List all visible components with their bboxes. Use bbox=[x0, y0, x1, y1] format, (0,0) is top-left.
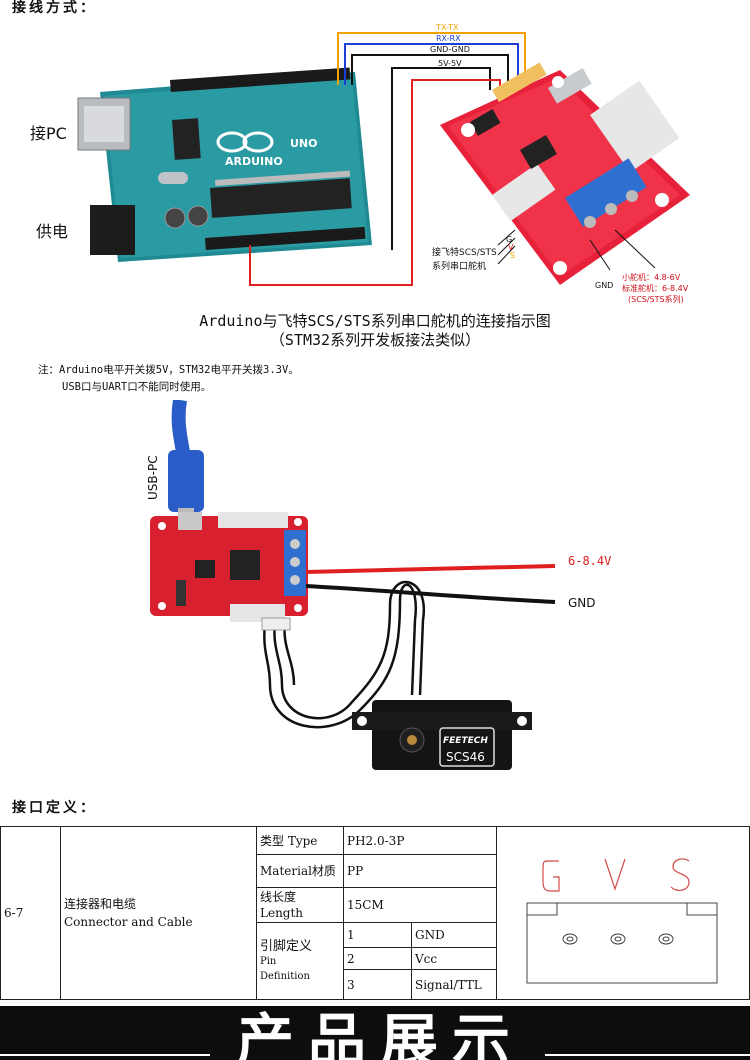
cell-name: 连接器和电缆 Connector and Cable bbox=[60, 826, 257, 1000]
material-label: Material材质 bbox=[256, 854, 344, 888]
servo-motor bbox=[352, 700, 532, 770]
label-connect-pc: 接PC bbox=[30, 124, 67, 143]
power-spec-annotation: 小舵机：4.8-6V 标准舵机：6-8.4V (SCS/STS系列) bbox=[622, 272, 688, 305]
pin-num: 1 bbox=[343, 922, 412, 948]
diagram-caption-line1: Arduino与飞特SCS/STS系列串口舵机的连接指示图 bbox=[199, 312, 551, 330]
photo-gnd-label: GND bbox=[568, 596, 596, 610]
table-row: 6-7 连接器和电缆 Connector and Cable 类型 Type P… bbox=[0, 826, 750, 1000]
connection-wires bbox=[249, 32, 526, 286]
diagram-caption-line2: （STM32系列开发板接法类似） bbox=[269, 331, 481, 349]
banner-rule-right bbox=[545, 1054, 750, 1056]
banner-rule-left bbox=[0, 1054, 210, 1056]
power-series-note: (SCS/STS系列) bbox=[628, 295, 684, 304]
length-label-en: Length bbox=[260, 906, 304, 920]
length-label: 线长度 Length bbox=[256, 887, 344, 923]
pin-label-en1: Pin bbox=[260, 955, 277, 967]
servo-connector-label-line2: 系列串口舵机 bbox=[432, 262, 487, 272]
type-value: PH2.0-3P bbox=[343, 826, 497, 855]
wiring-section-title: 接线方式： bbox=[12, 0, 97, 16]
material-value: PP bbox=[343, 854, 497, 888]
pin-labels: G V S bbox=[506, 236, 515, 260]
pin-num: 2 bbox=[343, 947, 412, 970]
pin-label-v: V bbox=[508, 243, 514, 252]
wire-label-5v: 5V-5V bbox=[438, 59, 462, 68]
pin-label-g: G bbox=[506, 235, 513, 244]
gvs-letters bbox=[542, 858, 690, 892]
banner-title: 产品展示 bbox=[235, 1007, 524, 1060]
pin-label-s: S bbox=[510, 251, 516, 260]
wire-label-gnd: GND-GND bbox=[430, 45, 470, 54]
driver-board-photo bbox=[150, 512, 308, 622]
pin-definition-label: 引脚定义 Pin Definition bbox=[256, 922, 344, 1000]
driver-gnd-label: GND bbox=[595, 281, 614, 290]
pin-num: 3 bbox=[343, 969, 412, 1000]
servo-driver-board bbox=[440, 62, 690, 285]
table-row: 3 Signal/TTL bbox=[1, 969, 750, 1000]
servo-connector-label-line1: 接飞特SCS/STS bbox=[432, 248, 497, 258]
length-label-cn: 线长度 bbox=[260, 890, 297, 904]
table-row: 线长度 Length 15CM bbox=[1, 887, 750, 923]
type-label: 类型 Type bbox=[256, 826, 344, 855]
note-line2: USB口与UART口不能同时使用。 bbox=[62, 381, 212, 393]
length-value: 15CM bbox=[343, 887, 497, 923]
product-showcase-banner: 产品展示 bbox=[0, 1006, 750, 1060]
servo-model: SCS46 bbox=[446, 750, 485, 764]
red-power-wire bbox=[305, 564, 556, 574]
usb-cable bbox=[168, 400, 204, 522]
pin-name: Vcc bbox=[411, 947, 497, 970]
cell-code: 6-7 bbox=[0, 826, 61, 1000]
servo-brand: FEETECH bbox=[443, 736, 488, 746]
name-cn: 连接器和电缆 bbox=[64, 897, 137, 911]
black-power-wire bbox=[305, 584, 556, 604]
product-photo bbox=[150, 400, 556, 770]
wire-label-tx: TX-TX bbox=[436, 23, 459, 32]
pin-holes bbox=[562, 933, 674, 945]
label-power-supply: 供电 bbox=[36, 222, 69, 241]
power-small-servo: 小舵机：4.8-6V bbox=[622, 273, 681, 282]
interface-spec-table: 6-7 连接器和电缆 Connector and Cable 类型 Type P… bbox=[0, 826, 750, 1000]
table-row: 引脚定义 Pin Definition 1 GND bbox=[1, 922, 750, 1000]
pin-name: GND bbox=[411, 922, 497, 948]
uno-logo-text: UNO bbox=[290, 137, 318, 150]
power-standard-servo: 标准舵机：6-8.4V bbox=[622, 284, 689, 293]
wiring-diagram: ARDUINO UNO bbox=[77, 32, 690, 286]
annotation-lines bbox=[497, 229, 656, 271]
voltage-label: 6-8.4V bbox=[568, 554, 612, 568]
wire-label-rx: RX-RX bbox=[436, 34, 461, 43]
name-en: Connector and Cable bbox=[64, 915, 193, 929]
arduino-logo-text: ARDUINO bbox=[225, 155, 283, 168]
arduino-uno-board bbox=[77, 67, 372, 262]
connector-diagram-cell bbox=[496, 826, 750, 1000]
connector-diagram bbox=[526, 858, 718, 984]
table-row: Material材质 PP bbox=[1, 854, 750, 888]
interface-section-title: 接口定义： bbox=[12, 800, 97, 816]
usb-pc-label: USB-PC bbox=[146, 455, 160, 500]
pin-label-en2: Definition bbox=[260, 970, 310, 982]
note-line1: 注：Arduino电平开关拨5V，STM32电平开关拨3.3V。 bbox=[38, 364, 299, 376]
pin-label-cn: 引脚定义 bbox=[260, 938, 313, 954]
servo-connector-label: 接飞特SCS/STS 系列串口舵机 bbox=[432, 246, 497, 274]
pin-name: Signal/TTL bbox=[411, 969, 497, 1000]
